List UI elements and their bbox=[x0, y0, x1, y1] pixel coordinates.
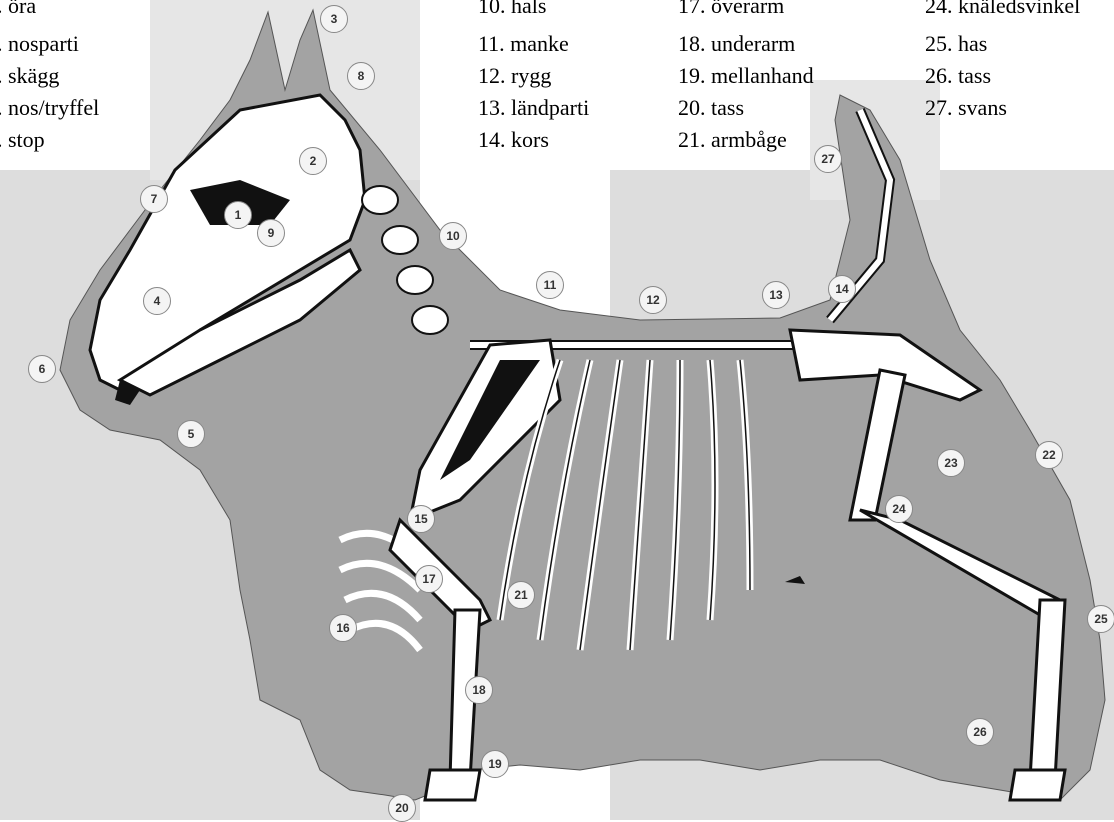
legend-item: 12. rygg bbox=[478, 64, 551, 88]
marker-19: 19 bbox=[481, 750, 509, 778]
marker-14: 14 bbox=[828, 275, 856, 303]
legend-item: 6. nos/tryffel bbox=[0, 96, 99, 120]
marker-15: 15 bbox=[407, 505, 435, 533]
marker-5: 5 bbox=[177, 420, 205, 448]
legend-item: 25. has bbox=[925, 32, 987, 56]
legend-item: 14. kors bbox=[478, 128, 549, 152]
marker-7: 7 bbox=[140, 185, 168, 213]
legend-item: 13. ländparti bbox=[478, 96, 589, 120]
marker-18: 18 bbox=[465, 676, 493, 704]
marker-26: 26 bbox=[966, 718, 994, 746]
marker-22: 22 bbox=[1035, 441, 1063, 469]
marker-12: 12 bbox=[639, 286, 667, 314]
marker-8: 8 bbox=[347, 62, 375, 90]
marker-20: 20 bbox=[388, 794, 416, 822]
legend-item: 20. tass bbox=[678, 96, 744, 120]
marker-13: 13 bbox=[762, 281, 790, 309]
marker-16: 16 bbox=[329, 614, 357, 642]
marker-17: 17 bbox=[415, 565, 443, 593]
marker-6: 6 bbox=[28, 355, 56, 383]
legend-item: 24. knäledsvinkel bbox=[925, 0, 1080, 18]
marker-1: 1 bbox=[224, 201, 252, 229]
marker-25: 25 bbox=[1087, 605, 1114, 633]
marker-23: 23 bbox=[937, 449, 965, 477]
legend-item: 26. tass bbox=[925, 64, 991, 88]
legend-item: 4. nosparti bbox=[0, 32, 79, 56]
legend-item: 27. svans bbox=[925, 96, 1007, 120]
legend-item: 21. armbåge bbox=[678, 128, 787, 152]
legend-item: 11. manke bbox=[478, 32, 569, 56]
legend-item: 7. stop bbox=[0, 128, 45, 152]
marker-27: 27 bbox=[814, 145, 842, 173]
marker-3: 3 bbox=[320, 5, 348, 33]
marker-9: 9 bbox=[257, 219, 285, 247]
legend-item: 19. mellanhand bbox=[678, 64, 814, 88]
marker-21: 21 bbox=[507, 581, 535, 609]
marker-11: 11 bbox=[536, 271, 564, 299]
legend-item: 3. öra bbox=[0, 0, 36, 18]
legend-item: 5. skägg bbox=[0, 64, 59, 88]
marker-10: 10 bbox=[439, 222, 467, 250]
marker-24: 24 bbox=[885, 495, 913, 523]
legend-item: 17. överarm bbox=[678, 0, 784, 18]
marker-4: 4 bbox=[143, 287, 171, 315]
legend-item: 18. underarm bbox=[678, 32, 795, 56]
legend-item: 10. hals bbox=[478, 0, 546, 18]
marker-2: 2 bbox=[299, 147, 327, 175]
